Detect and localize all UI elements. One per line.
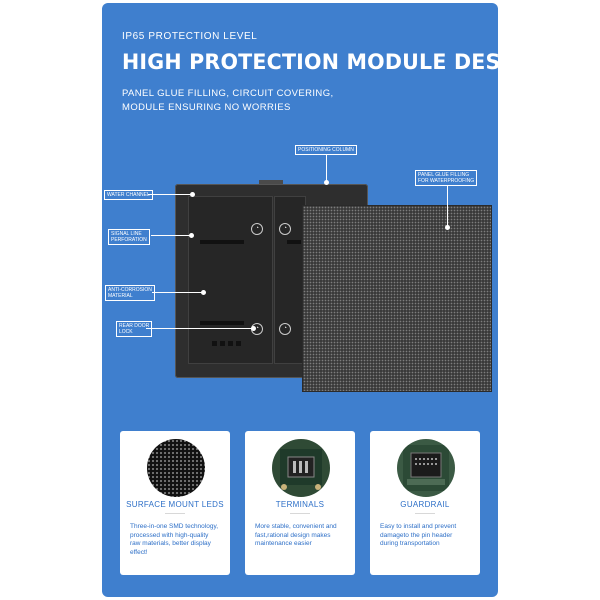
callout-positioning-column: POSITIONING COLUMN xyxy=(295,145,357,155)
callout-leader xyxy=(152,292,202,293)
callout-label: FOR WATERPROOFING xyxy=(418,178,475,184)
callout-leader xyxy=(148,194,191,195)
led-matrix-icon xyxy=(147,439,205,497)
callout-label: PANEL GLUE FILLING xyxy=(418,172,470,178)
card-title: GUARDRAIL xyxy=(400,500,450,509)
subtitle-line: PANEL GLUE FILLING, CIRCUIT COVERING, xyxy=(122,88,334,99)
callout-dot xyxy=(251,326,256,331)
callout-leader xyxy=(326,154,327,181)
callout-anti-corrosion: ANTI-CORROSION MATERIAL xyxy=(105,285,155,301)
callout-leader xyxy=(146,328,252,329)
card-text-line: processed with high-quality xyxy=(130,531,209,539)
signal-line-slot xyxy=(287,240,301,244)
page-subtitle: PANEL GLUE FILLING, CIRCUIT COVERING, MO… xyxy=(122,87,334,115)
card-description: Easy to install and prevent damageto the… xyxy=(380,523,472,549)
card-title: SURFACE MOUNT LEDS xyxy=(126,500,224,509)
card-text-line: Three-in-one SMD technology, xyxy=(130,523,219,530)
callout-dot xyxy=(201,290,206,295)
vent-hole xyxy=(236,341,241,346)
card-title: TERMINALS xyxy=(275,500,325,509)
cabinet-door-left xyxy=(188,196,273,364)
signal-line-slot xyxy=(200,240,244,244)
door-lock-icon: ◔ xyxy=(251,223,263,235)
callout-dot xyxy=(445,225,450,230)
callout-panel-glue: PANEL GLUE FILLING FOR WATERPROOFING xyxy=(415,170,478,186)
door-lock-icon: ◔ xyxy=(279,223,291,235)
callout-leader xyxy=(151,235,190,236)
promo-panel: IP65 PROTECTION LEVEL HIGH PROTECTION MO… xyxy=(102,3,498,597)
vent-hole xyxy=(220,341,225,346)
callout-label: REAR DOOR xyxy=(119,323,150,329)
cabinet-door-right xyxy=(274,196,306,364)
callout-label: POSITIONING COLUMN xyxy=(298,147,354,153)
feature-card-terminals: TERMINALS More stable, convenient and fa… xyxy=(245,431,355,575)
subtitle-line: MODULE ENSURING NO WORRIES xyxy=(122,102,291,113)
divider xyxy=(165,513,185,514)
divider xyxy=(290,513,310,514)
card-text-line: maintenance easier xyxy=(255,540,312,547)
callout-dot xyxy=(324,180,329,185)
terminal-connector-icon xyxy=(272,439,330,497)
led-panel-face xyxy=(303,206,491,391)
callout-dot xyxy=(190,192,195,197)
protection-level-label: IP65 PROTECTION LEVEL xyxy=(122,31,258,42)
divider xyxy=(415,513,435,514)
feature-card-smd: SURFACE MOUNT LEDS Three-in-one SMD tech… xyxy=(120,431,230,575)
feature-card-guardrail: GUARDRAIL Easy to install and prevent da… xyxy=(370,431,480,575)
vent-hole xyxy=(228,341,233,346)
card-text-line: damageto the pin header xyxy=(380,531,453,539)
page-title: HIGH PROTECTION MODULE DESIGN xyxy=(122,50,498,74)
callout-label: MATERIAL xyxy=(108,293,133,299)
callout-label: PERFORATION xyxy=(111,237,147,243)
card-description: More stable, convenient and fast,rationa… xyxy=(255,523,347,549)
card-text-line: during transportation xyxy=(380,540,440,547)
card-text-line: fast,rational design makes xyxy=(255,531,331,539)
callout-water-channel: WATER CHANNEL xyxy=(104,190,153,200)
callout-signal-line: SIGNAL LINE PERFORATION xyxy=(108,229,150,245)
door-lock-icon: ◔ xyxy=(279,323,291,335)
callout-rear-door-lock: REAR DOOR LOCK xyxy=(116,321,153,337)
card-description: Three-in-one SMD technology, processed w… xyxy=(130,523,222,557)
card-text-line: effect! xyxy=(130,548,148,556)
callout-dot xyxy=(189,233,194,238)
vent-hole xyxy=(212,341,217,346)
card-text-line: Easy to install and prevent xyxy=(380,523,457,530)
callout-label: WATER CHANNEL xyxy=(107,192,150,198)
callout-label: ANTI-CORROSION xyxy=(108,287,152,293)
guardrail-connector-icon xyxy=(397,439,455,497)
card-text-line: raw materials, better display xyxy=(130,540,211,547)
callout-label: LOCK xyxy=(119,329,133,335)
card-text-line: More stable, convenient and xyxy=(255,523,337,530)
signal-line-slot xyxy=(200,321,244,325)
callout-label: SIGNAL LINE xyxy=(111,231,142,237)
callout-leader xyxy=(447,185,448,227)
